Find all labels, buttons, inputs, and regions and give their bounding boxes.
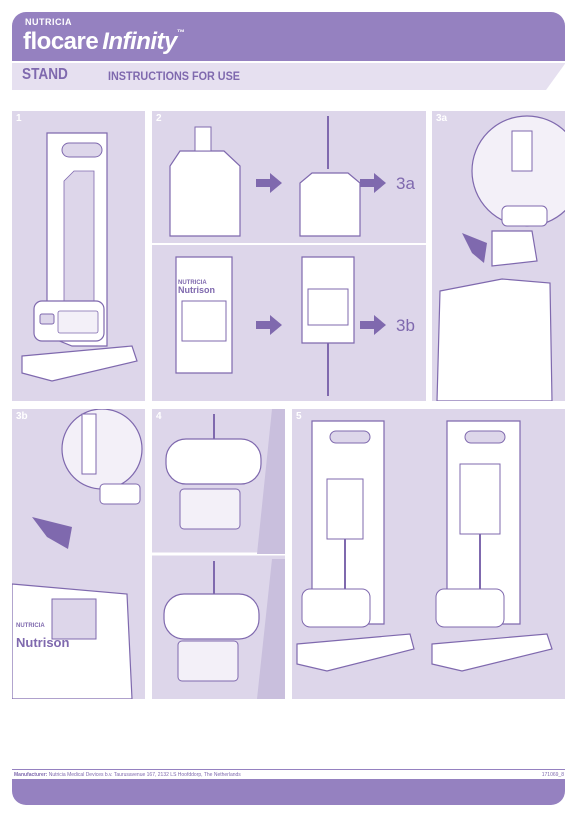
title-band: STAND INSTRUCTIONS FOR USE [12,61,567,92]
assembled-stands-illustration [296,420,553,672]
document-subtitle: INSTRUCTIONS FOR USE [108,69,241,83]
pack-name: Nutrison [178,285,215,295]
panel-step-3b: 3b NUTRICIA Nutrison [12,409,145,699]
bottle-and-pack-illustration: 3a NUTRICIA Nutrison 3b [152,116,426,396]
band-corner [544,61,567,92]
ref-3a-label: 3a [396,174,415,193]
panel-step-1: 1 [12,111,145,401]
pack-maker: NUTRICIA [16,623,45,629]
company-logo: NUTRICIA [25,17,72,27]
manufacturer-label: Manufacturer: [14,772,48,778]
product-suffix: Infinity [102,28,177,55]
pack-name: Nutrison [16,635,70,650]
document-code: 171069_8 [541,772,564,778]
product-name: flocare [23,28,99,55]
pack-mount-illustration: NUTRICIA Nutrison [12,409,143,699]
panel-step-4: 4 [152,409,285,699]
step-number: 4 [156,411,162,422]
trademark: ™ [176,28,185,37]
panel-step-5: 5 [292,409,565,699]
step-number: 2 [156,113,162,124]
stand-illustration [21,132,138,382]
pump-insert-illustration [152,409,285,699]
ref-3b-label: 3b [396,316,415,335]
manufacturer-info: Manufacturer: Nutricia Medical Devices b… [14,772,241,778]
step-number: 5 [296,411,302,422]
pack-maker: NUTRICIA [178,280,207,286]
section-title: STAND [22,66,68,83]
bottle-mount-illustration [436,115,565,401]
footer-rule [12,769,565,770]
step-number: 3a [436,113,448,124]
panel-step-3a: 3a [432,111,565,401]
manufacturer-address: Nutricia Medical Devices b.v. Taurusaven… [48,772,241,778]
step-number: 1 [16,113,22,124]
panel-step-2: 2 3a NUTRICIA Nutrison 3b [152,111,426,401]
footer-bar [12,779,565,805]
step-number: 3b [16,411,28,422]
